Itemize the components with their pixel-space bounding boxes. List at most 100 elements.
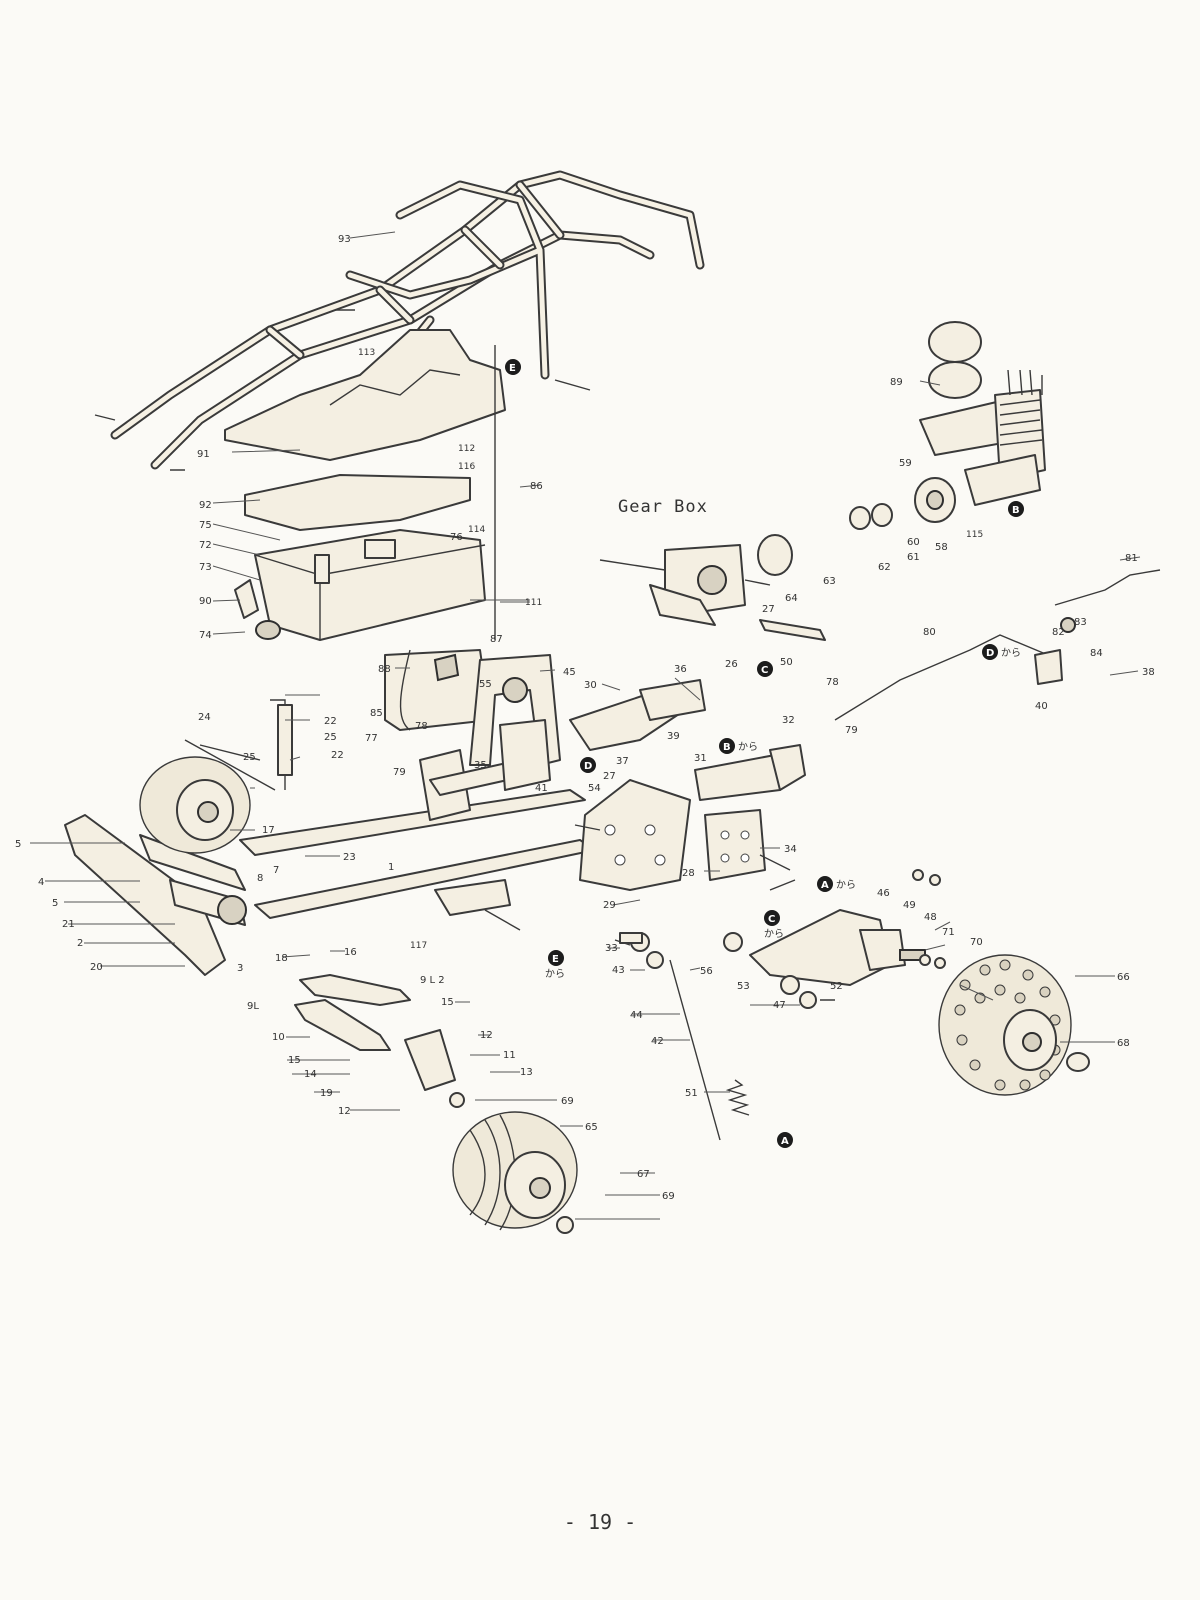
page-number: - 19 - — [563, 1510, 637, 1534]
leader-lines — [30, 231, 1141, 1220]
part-label: 16 — [344, 947, 357, 958]
part-label: 76 — [450, 532, 463, 543]
part-label: 12 — [480, 1030, 493, 1041]
part-label: 25 — [243, 752, 256, 763]
front-right-tire — [452, 1111, 578, 1231]
svg-text:D: D — [584, 761, 592, 772]
part-label: 82 — [1052, 627, 1065, 638]
part-label: 61 — [907, 552, 920, 563]
part-label: 41 — [535, 783, 548, 794]
part-label: 78 — [826, 677, 839, 688]
part-label: 7 — [273, 865, 279, 876]
part-label: 36 — [674, 664, 687, 675]
part-label: 3 — [237, 963, 243, 974]
part-label: 22 — [331, 750, 344, 761]
part-label: 52 — [830, 981, 843, 992]
part-label: 29 — [603, 900, 616, 911]
part-label: 30 — [584, 680, 597, 691]
gear-box-heading: Gear Box — [618, 497, 708, 517]
front-shock — [669, 959, 750, 1141]
chassis-frame — [239, 719, 596, 919]
svg-text:A: A — [781, 1136, 789, 1147]
part-label: 32 — [782, 715, 795, 726]
part-label: 113 — [358, 348, 375, 358]
part-label: 115 — [966, 530, 983, 540]
part-label: 73 — [199, 562, 212, 573]
part-label: 59 — [899, 458, 912, 469]
part-label: 116 — [458, 462, 475, 472]
part-label: 78 — [415, 721, 428, 732]
part-label: 9L — [247, 1001, 259, 1012]
part-label: 55 — [479, 679, 492, 690]
part-label: 68 — [1117, 1038, 1130, 1049]
part-label: 58 — [935, 542, 948, 553]
part-label: 83 — [1074, 617, 1087, 628]
part-label: 77 — [365, 733, 378, 744]
part-label: 35 — [474, 760, 487, 771]
front-left-tire — [139, 756, 251, 854]
marker-e-end: E — [505, 359, 521, 375]
battery-box — [234, 529, 486, 641]
part-label: 88 — [378, 664, 391, 675]
part-labels: 1 2 3 4 5 5 7 8 9L 9 L 2 10 11 12 12 13 … — [15, 234, 1155, 1202]
svg-text:から: から — [836, 879, 856, 891]
part-label: 111 — [525, 598, 542, 608]
engine — [914, 321, 1046, 523]
part-label: 60 — [907, 537, 920, 548]
part-label: 4 — [38, 877, 44, 888]
part-label: 2 — [77, 938, 83, 949]
part-label: 15 — [288, 1055, 301, 1066]
part-label: 84 — [1090, 648, 1103, 659]
part-label: 24 — [198, 712, 211, 723]
part-label: 38 — [1142, 667, 1155, 678]
part-label: 12 — [338, 1106, 351, 1117]
servo-saver — [1034, 617, 1076, 685]
marker-c-end: C — [757, 661, 773, 677]
part-label: 5 — [52, 898, 58, 909]
part-label: 80 — [923, 627, 936, 638]
marker-b-from: B から — [719, 738, 758, 754]
part-label: 28 — [682, 868, 695, 879]
marker-b-end: B — [1008, 501, 1024, 517]
marker-a-end: A — [777, 1132, 793, 1148]
part-label: 34 — [784, 844, 797, 855]
part-label: 66 — [1117, 972, 1130, 983]
svg-text:B: B — [723, 742, 731, 753]
part-label: 114 — [468, 525, 485, 535]
part-label: 92 — [199, 500, 212, 511]
marker-d-from: D から — [982, 644, 1021, 660]
svg-text:A: A — [821, 880, 829, 891]
part-label: 71 — [942, 927, 955, 938]
gear-box — [599, 503, 893, 641]
part-label: 39 — [667, 731, 680, 742]
front-axle — [139, 739, 276, 926]
part-label: 46 — [877, 888, 890, 899]
part-label: 70 — [970, 937, 983, 948]
svg-text:から: から — [738, 741, 758, 753]
part-label: 50 — [780, 657, 793, 668]
svg-text:E: E — [509, 363, 516, 374]
part-label: 19 — [320, 1088, 333, 1099]
part-label: 14 — [304, 1069, 317, 1080]
part-label: 47 — [773, 1000, 786, 1011]
svg-text:B: B — [1012, 505, 1020, 516]
part-label: 112 — [458, 444, 475, 454]
part-label: 18 — [275, 953, 288, 964]
part-label: 54 — [588, 783, 601, 794]
svg-text:C: C — [768, 914, 775, 925]
part-label: 21 — [62, 919, 75, 930]
part-label: 51 — [685, 1088, 698, 1099]
part-label: 45 — [563, 667, 576, 678]
svg-text:から: から — [764, 928, 784, 940]
part-label: 43 — [612, 965, 625, 976]
part-label: 27 — [603, 771, 616, 782]
part-label: 13 — [520, 1067, 533, 1078]
part-label: 40 — [1035, 701, 1048, 712]
upper-bracket — [694, 744, 806, 801]
fuel-tank — [384, 649, 491, 731]
part-label: 53 — [737, 981, 750, 992]
part-label: 74 — [199, 630, 212, 641]
part-label: 86 — [530, 481, 543, 492]
